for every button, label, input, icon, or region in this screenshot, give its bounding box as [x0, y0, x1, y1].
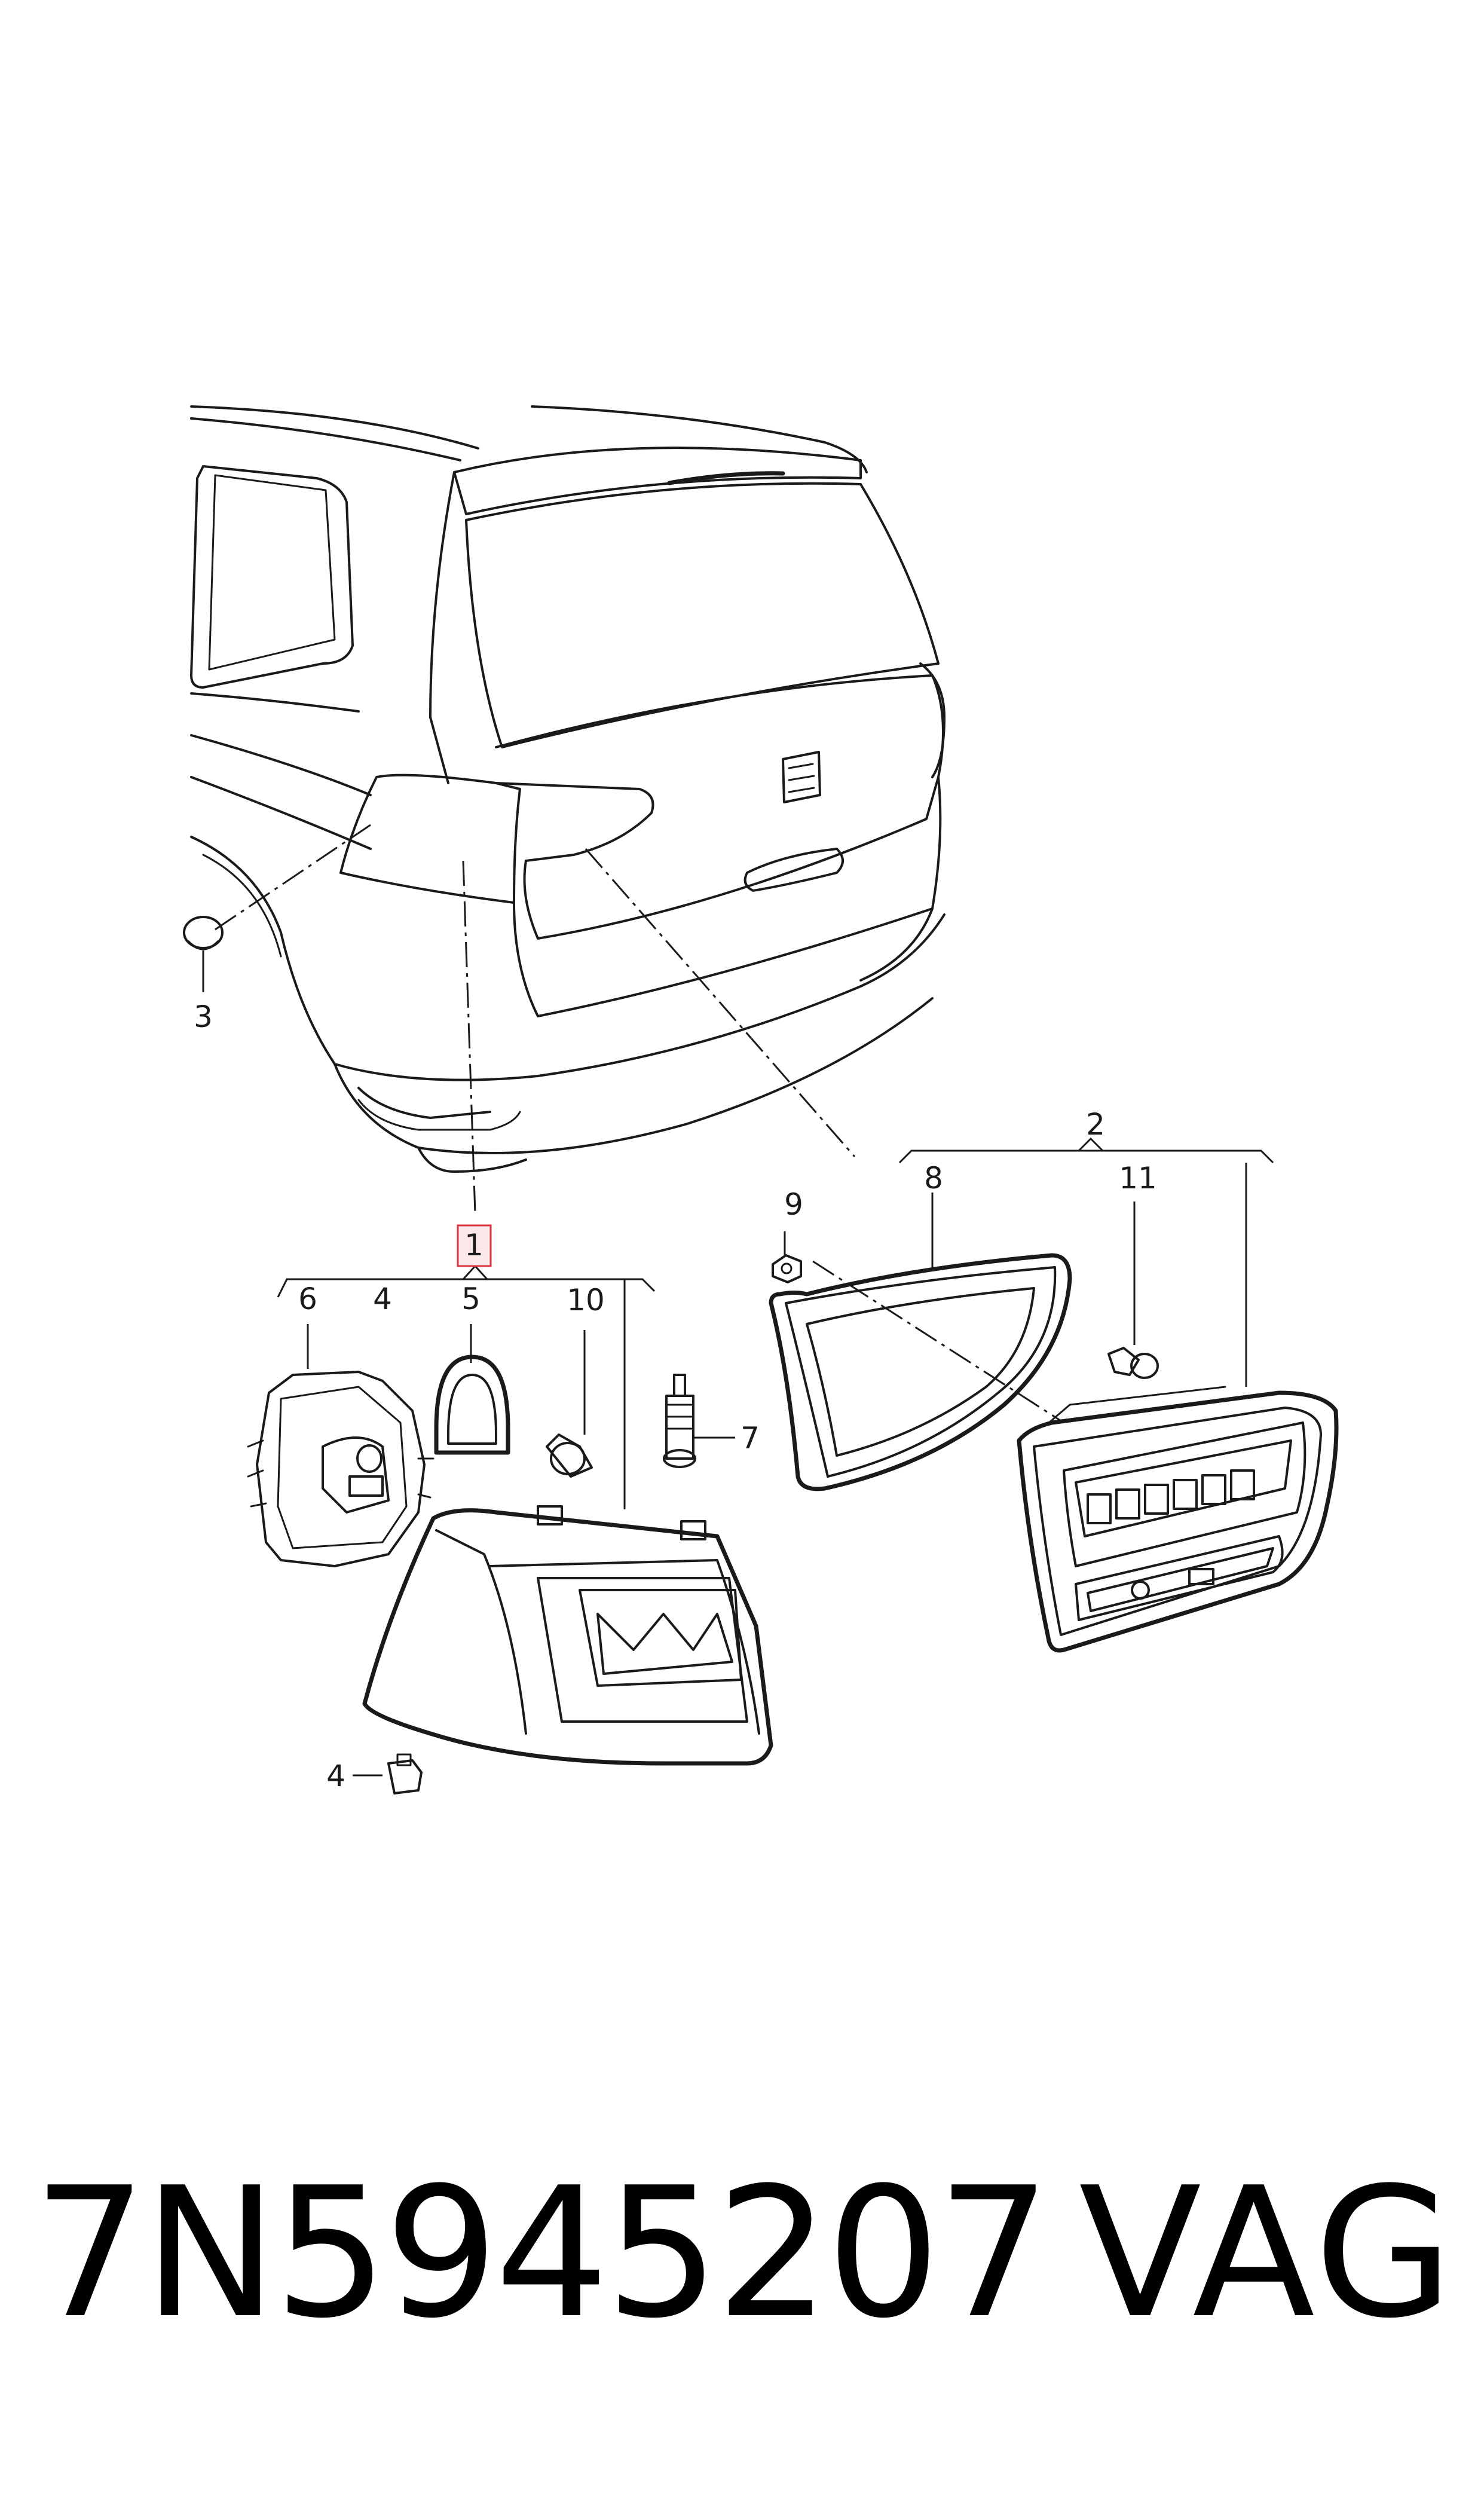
outer-tail-light: [362, 1505, 773, 1766]
callout-4-top: 4: [373, 1282, 392, 1316]
callout-10: 10: [567, 1283, 605, 1317]
callout-7: 7: [741, 1421, 760, 1456]
callout-2: 2: [1086, 1107, 1105, 1142]
callout-11: 11: [1119, 1161, 1157, 1196]
bulb-holder-part-7: [663, 1374, 696, 1468]
callout-5: 5: [461, 1282, 481, 1316]
group-1-bracket: [277, 1224, 735, 1777]
gasket-part-8: [769, 1253, 1072, 1491]
group-2-bracket: [784, 1137, 1274, 1387]
vehicle-rear-drawing: [183, 405, 946, 1173]
bulb-part-11: [1107, 1347, 1159, 1379]
led-segments: [1087, 1469, 1255, 1524]
callout-labels: 1 2 3 4 4 5 6 7 8 9 10 11: [194, 999, 1157, 1793]
callout-3: 3: [194, 999, 213, 1034]
part-number-label: 7N5945207: [33, 2149, 1051, 2358]
lamp-housing-part-6: [247, 1371, 435, 1567]
clip-part-4: [387, 1753, 423, 1794]
callout-6: 6: [298, 1282, 317, 1316]
gasket-part-5: [434, 1355, 510, 1455]
leader-lines: [202, 824, 1064, 1424]
brand-label: VAG: [1079, 2149, 1456, 2358]
callout-1: 1: [464, 1228, 484, 1262]
nut-part-9: [772, 1254, 802, 1283]
highlight-box-1: [457, 1224, 492, 1267]
callout-4-bottom: 4: [326, 1759, 345, 1793]
inner-tail-light: [1017, 1386, 1339, 1653]
callout-9: 9: [784, 1187, 803, 1222]
bulb-part-10: [546, 1433, 593, 1478]
callout-8: 8: [924, 1161, 943, 1196]
